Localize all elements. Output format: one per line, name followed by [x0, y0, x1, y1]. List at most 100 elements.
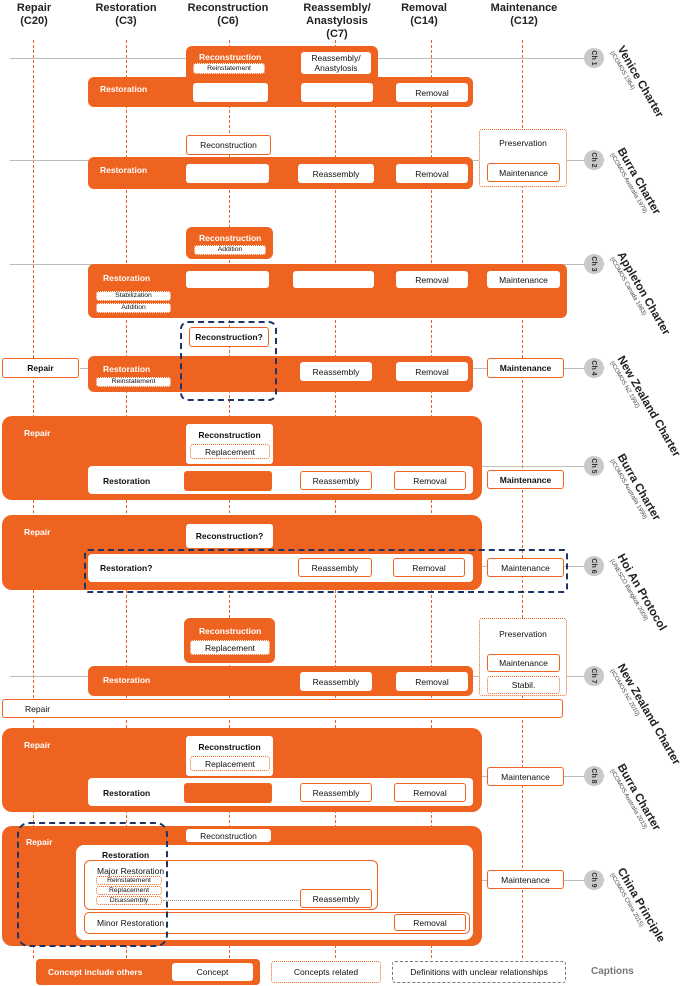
ch3-addition-restoration-box: Addition — [96, 303, 171, 313]
column-header-reassembly: Reassembly/ Anastylosis(C7) — [303, 2, 371, 40]
column-header-removal: Removal(C14) — [401, 2, 447, 27]
ch2-restoration-label: Restoration — [100, 165, 148, 175]
ch7-stabil-box: Stabil. — [487, 676, 560, 694]
legend-include-others-label: Concept include others — [48, 967, 143, 977]
ch5-replacement-box: Replacement — [190, 444, 270, 459]
ch4-reassembly-box: Reassembly — [300, 362, 372, 381]
ch1-reconstruction-label: Reconstruction — [199, 52, 262, 62]
charter-ch3-name: Appleton Charter — [614, 250, 672, 338]
ch9-reassembly-box: Reassembly — [300, 889, 372, 908]
charter-ch4-source: (ICOMOS NZ 1992) — [608, 360, 641, 410]
ch4-reinstatement-box: Reinstatement — [96, 377, 171, 387]
ch4-maintenance-box: Maintenance — [487, 358, 564, 378]
ch3-empty-box-1 — [186, 271, 269, 288]
ch9-major-restoration-label: Major Restoration — [97, 866, 165, 876]
charter-ch6-name: Hoi An Protocol — [614, 552, 669, 633]
legend-captions: Captions — [591, 966, 634, 977]
column-guide-maintenance — [522, 40, 523, 958]
ch2-empty-box — [186, 164, 269, 183]
ch6-restoration-q-label: Restoration? — [100, 563, 153, 573]
ch1-restoration-label: Restoration — [100, 84, 148, 94]
ch9-replacement-box: Replacement — [96, 886, 162, 895]
ch2-maintenance-box: Maintenance — [487, 163, 560, 182]
ch1-removal-box: Removal — [396, 83, 468, 102]
ch7-repair-bar: Repair — [2, 699, 563, 718]
ch6-repair-label: Repair — [24, 527, 51, 537]
ch9-maintenance-box: Maintenance — [487, 870, 564, 889]
ch4-unclear-outline — [180, 321, 277, 401]
ch2-removal-box: Removal — [396, 164, 468, 183]
charter-ch4-name: New Zealand Charter — [614, 354, 683, 460]
ch3-addition-box: Addition — [194, 245, 266, 255]
column-header-repair: Repair(C20) — [16, 2, 52, 27]
ch7-reconstruction-label: Reconstruction — [199, 626, 262, 636]
ch6-removal-box: Removal — [393, 558, 465, 577]
ch8-repair-label: Repair — [24, 740, 51, 750]
ch1-reassembly-box: Reassembly/ Anastylosis — [301, 52, 371, 74]
ch5-reassembly-box: Reassembly — [300, 471, 372, 490]
ch6-maintenance-box: Maintenance — [487, 558, 564, 577]
ch9-minor-restoration-label: Minor Restoration — [97, 918, 165, 928]
charter-ch7-name: New Zealand Charter — [614, 662, 683, 768]
ch5-empty-orange-box — [184, 471, 272, 491]
ch3-removal-box: Removal — [396, 271, 468, 288]
ch5-maintenance-box: Maintenance — [487, 470, 564, 489]
ch2-reassembly-box: Reassembly — [298, 164, 374, 183]
ch9-reinstatement-box: Reinstatement — [96, 876, 162, 885]
ch1-reinstatement-box: Reinstatement — [193, 63, 265, 74]
ch8-maintenance-box: Maintenance — [487, 767, 564, 786]
ch9-disassembly-box: Disassembly — [96, 896, 162, 905]
ch5-repair-label: Repair — [24, 428, 51, 438]
ch6-reassembly-box: Reassembly — [298, 558, 372, 577]
ch4-reconstruction-q-box: Reconstruction? — [189, 327, 269, 347]
legend-related-box: Concepts related — [271, 961, 381, 983]
ch7-repair-label: Repair — [25, 703, 51, 714]
ch7-replacement-box: Replacement — [190, 640, 270, 655]
ch9-repair-label: Repair — [26, 837, 53, 847]
ch7-preservation-label: Preservation — [499, 629, 547, 639]
ch6-unclear-outline — [84, 549, 568, 593]
ch2-reconstruction-box: Reconstruction — [186, 135, 271, 155]
ch3-restoration-label: Restoration — [103, 273, 151, 283]
ch7-restoration-label: Restoration — [103, 675, 151, 685]
charter-ch6-circle: Ch 6 — [584, 556, 604, 576]
ch1-empty-box-2 — [301, 83, 373, 102]
ch8-removal-box: Removal — [394, 783, 466, 802]
ch7-reassembly-box: Reassembly — [300, 672, 372, 691]
ch7-removal-box: Removal — [396, 672, 468, 691]
ch6-reconstruction-q-box: Reconstruction? — [186, 524, 273, 548]
ch9-disassembly-connector — [163, 900, 299, 901]
ch4-repair-box: Repair — [2, 358, 79, 378]
legend-concept-box: Concept — [172, 963, 253, 981]
ch7-maintenance-box: Maintenance — [487, 654, 560, 672]
ch3-empty-box-2 — [293, 271, 374, 288]
charter-ch7-circle: Ch 7 — [584, 666, 604, 686]
charter-ch8-circle: Ch 8 — [584, 766, 604, 786]
ch3-reconstruction-label: Reconstruction — [199, 233, 262, 243]
ch5-reconstruction-label: Reconstruction — [198, 430, 261, 440]
charter-ch9-circle: Ch 9 — [584, 870, 604, 890]
ch8-reassembly-box: Reassembly — [300, 783, 372, 802]
charter-ch2-circle: Ch 2 — [584, 150, 604, 170]
ch4-restoration-label: Restoration — [103, 364, 151, 374]
charter-ch7-source: (ICOMOS NZ 2010) — [608, 668, 641, 718]
charter-ch3-circle: Ch 3 — [584, 254, 604, 274]
ch8-restoration-label: Restoration — [103, 788, 151, 798]
ch5-removal-box: Removal — [394, 471, 466, 490]
charter-ch4-circle: Ch 4 — [584, 358, 604, 378]
ch9-unclear-outline — [17, 822, 168, 947]
column-header-maintenance: Maintenance(C12) — [490, 2, 558, 27]
ch3-maintenance-box: Maintenance — [487, 271, 560, 288]
charter-ch1-circle: Ch 1 — [584, 48, 604, 68]
ch8-empty-orange-box — [184, 783, 272, 803]
column-header-restoration: Restoration(C3) — [95, 2, 157, 27]
ch2-preservation-label: Preservation — [499, 138, 547, 148]
ch8-replacement-box: Replacement — [190, 756, 270, 771]
legend-unclear-box: Definitions with unclear relationships — [392, 961, 566, 983]
timeline-ch5 — [480, 466, 585, 467]
ch9-restoration-label: Restoration — [102, 850, 150, 860]
ch3-stabilization-box: Stabilization — [96, 291, 171, 301]
ch8-reconstruction-label: Reconstruction — [198, 742, 261, 752]
ch4-removal-box: Removal — [396, 362, 468, 381]
charter-ch5-circle: Ch 5 — [584, 456, 604, 476]
